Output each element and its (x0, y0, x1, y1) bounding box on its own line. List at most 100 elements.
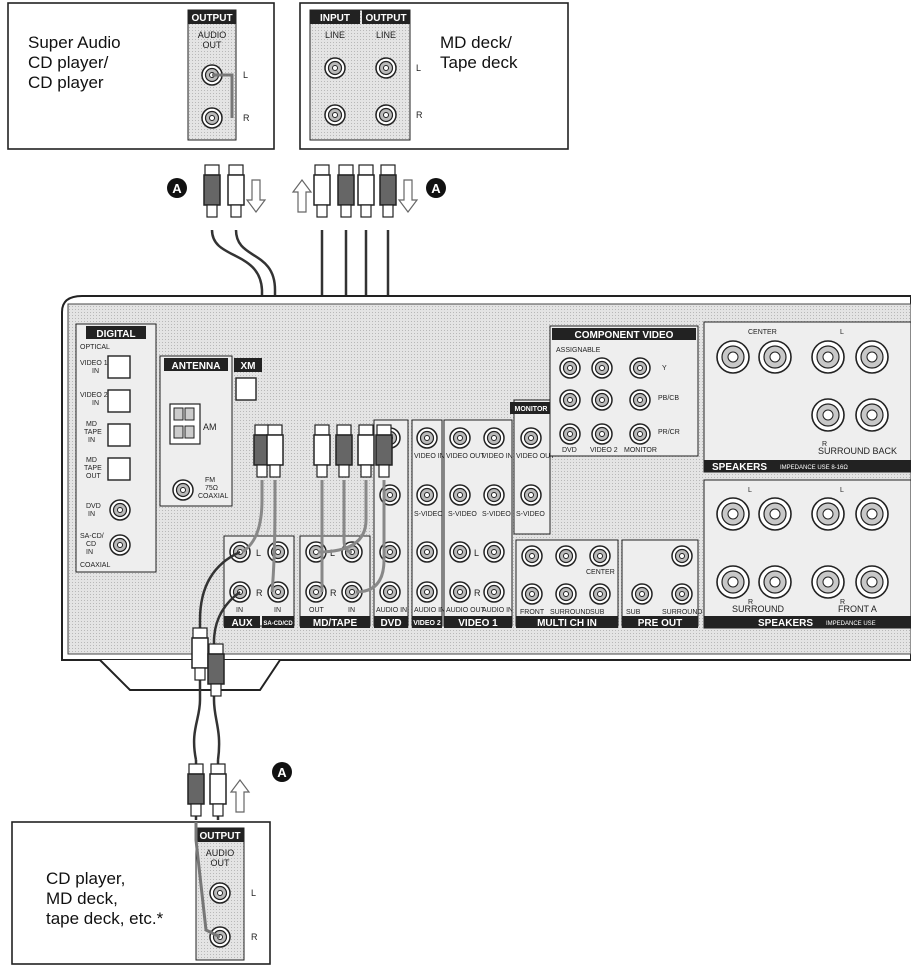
svg-text:VIDEO 2: VIDEO 2 (590, 447, 618, 454)
xm-jack[interactable] (236, 378, 256, 400)
md-in-jack-l[interactable] (325, 58, 345, 78)
digital-section: DIGITAL OPTICAL VIDEO 1 IN VIDEO 2 IN MD… (76, 324, 156, 572)
svg-text:SURROUND BACK: SURROUND BACK (818, 446, 897, 456)
center-speaker-minus[interactable] (759, 341, 791, 373)
svg-text:SUB: SUB (590, 609, 605, 616)
svg-text:DVD: DVD (86, 503, 101, 510)
svg-text:COAXIAL: COAXIAL (198, 493, 228, 500)
multi-ch-label: MULTI CH IN (537, 618, 597, 629)
svg-text:L: L (474, 548, 479, 558)
svg-text:AUDIO IN: AUDIO IN (414, 607, 445, 614)
video2-label: VIDEO 2 (413, 620, 441, 627)
md-tape-label: MD/TAPE (313, 618, 358, 629)
md-input-header: INPUT (320, 13, 350, 24)
optical-video1-jack[interactable] (108, 356, 130, 378)
dvd-jack-r[interactable] (380, 582, 400, 602)
speakers-label-bottom: SPEAKERS (758, 618, 813, 629)
svg-text:IN: IN (348, 607, 355, 614)
svg-text:DVD: DVD (562, 447, 577, 454)
optical-video2-jack[interactable] (108, 390, 130, 412)
svg-text:L: L (748, 487, 752, 494)
svg-text:IN: IN (88, 511, 95, 518)
svg-text:TAPE: TAPE (84, 465, 102, 472)
cd-player-box: CD player, MD deck, tape deck, etc.* OUT… (12, 822, 270, 964)
svg-text:VIDEO OUT: VIDEO OUT (446, 453, 485, 460)
sacd-output-header: OUTPUT (191, 13, 232, 24)
monitor-label: MONITOR (515, 406, 548, 413)
svg-text:SA-CD/: SA-CD/ (80, 533, 104, 540)
svg-text:PR/CR: PR/CR (658, 429, 680, 436)
fm-coax-jack[interactable] (173, 480, 193, 500)
surround-back-minus[interactable] (856, 399, 888, 431)
svg-text:R: R (474, 588, 481, 598)
svg-text:IN: IN (92, 368, 99, 375)
cable-badge-1: A (167, 178, 187, 198)
md-l: L (416, 63, 421, 73)
svg-text:VIDEO 2: VIDEO 2 (80, 392, 108, 399)
svg-text:R: R (256, 588, 263, 598)
svg-text:VIDEO IN: VIDEO IN (482, 453, 513, 460)
sacd-section-label: SA-CD/CD (263, 621, 293, 627)
svg-text:A: A (172, 181, 182, 196)
md-input-line: LINE (325, 30, 345, 40)
svg-text:A: A (277, 765, 287, 780)
sacd-l: L (243, 70, 248, 80)
svg-text:75Ω: 75Ω (205, 485, 218, 492)
speakers-label-top: SPEAKERS (712, 462, 767, 473)
svg-text:AUDIO: AUDIO (206, 848, 235, 858)
svg-text:OUT: OUT (86, 473, 102, 480)
md-deck-box: INPUT OUTPUT LINE LINE L R MD deck/ Tape… (300, 3, 568, 149)
pre-out-label: PRE OUT (638, 618, 682, 629)
md-out-jack-l[interactable] (376, 58, 396, 78)
cd-label-1: CD player, (46, 869, 125, 888)
monitor-svideo-out-jack[interactable] (521, 485, 541, 505)
svg-text:CENTER: CENTER (586, 569, 615, 576)
front-a-speaker-plus[interactable] (812, 566, 844, 598)
svg-text:R: R (330, 588, 337, 598)
svg-text:CD player: CD player (28, 73, 104, 92)
cd-jack-l[interactable] (210, 883, 230, 903)
md-out-jack-r[interactable] (376, 105, 396, 125)
optical-md-out-jack[interactable] (108, 458, 130, 480)
center-speaker-plus[interactable] (717, 341, 749, 373)
speakers-top: CENTER L R SURROUND BACK SPEAKERS IMPEDA… (704, 322, 911, 473)
optical-md-in-jack[interactable] (108, 424, 130, 446)
coax-sacd-jack[interactable] (110, 535, 130, 555)
component-video-section: COMPONENT VIDEO ASSIGNABLE Y PB/CB PR/CR… (550, 326, 698, 456)
svg-text:Tape deck: Tape deck (440, 53, 518, 72)
monitor-video-out-jack[interactable] (521, 428, 541, 448)
sacd-jack-r[interactable] (202, 108, 222, 128)
md-label-1: MD deck/ (440, 33, 512, 52)
svg-text:ASSIGNABLE: ASSIGNABLE (556, 347, 601, 354)
svg-text:L: L (256, 548, 261, 558)
sacd-in-jack-r[interactable] (268, 582, 288, 602)
svg-text:OUT: OUT (211, 858, 231, 868)
coax-dvd-jack[interactable] (110, 500, 130, 520)
front-a-speaker-minus[interactable] (856, 566, 888, 598)
svg-text:AUDIO OUT: AUDIO OUT (446, 607, 486, 614)
md-r: R (416, 110, 423, 120)
md-in-jack-r[interactable] (325, 105, 345, 125)
svg-text:L: L (251, 888, 256, 898)
sacd-audio-label: AUDIO (198, 30, 227, 40)
surround-back-plus[interactable] (812, 399, 844, 431)
svg-text:CD: CD (86, 541, 96, 548)
surround-speaker-minus[interactable] (759, 566, 791, 598)
surround-speaker-plus[interactable] (717, 566, 749, 598)
svg-text:FRONT A: FRONT A (838, 604, 877, 614)
svg-text:TAPE: TAPE (84, 429, 102, 436)
svg-text:MD deck/: MD deck/ (440, 33, 512, 52)
svg-text:VIDEO IN: VIDEO IN (414, 453, 445, 460)
svg-text:MD: MD (86, 421, 97, 428)
svg-text:MD: MD (86, 457, 97, 464)
svg-text:IN: IN (236, 607, 243, 614)
svg-text:CENTER: CENTER (748, 329, 777, 336)
md-label-2: Tape deck (440, 53, 518, 72)
speakers-bottom: L L R R SURROUND FRONT A SPEAKERS IMPEDA… (704, 480, 911, 629)
svg-text:A: A (431, 181, 441, 196)
svg-text:IMPEDANCE USE 8-16Ω: IMPEDANCE USE 8-16Ω (780, 465, 848, 471)
sacd-in-jack-l[interactable] (268, 542, 288, 562)
svg-text:OPTICAL: OPTICAL (80, 344, 110, 351)
svg-text:AUDIO IN: AUDIO IN (482, 607, 513, 614)
